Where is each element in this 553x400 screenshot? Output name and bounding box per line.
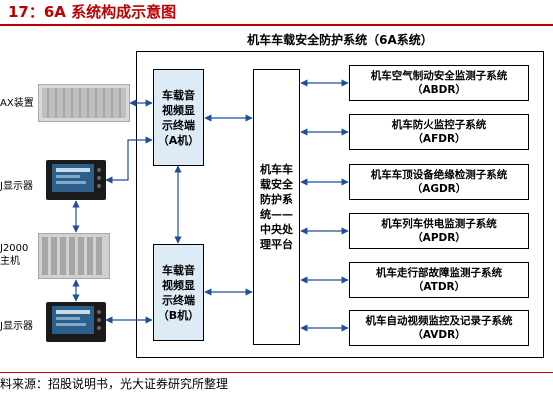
- central-line5: 中央处: [260, 223, 293, 236]
- subsystem-apdr: 机车列车供电监测子系统 （APDR）: [349, 213, 529, 249]
- subsystem-code: （AGDR）: [411, 183, 467, 195]
- subsystem-atdr: 机车走行部故障监测子系统 （ATDR）: [349, 262, 529, 298]
- subsystem-afdr: 机车防火监控子系统 （AFDR）: [349, 114, 529, 150]
- subsystem-name: 机车列车供电监测子系统: [381, 218, 497, 230]
- subsystem-code: （ATDR）: [412, 281, 466, 293]
- subsystem-avdr: 机车自动视频监控及记录子系统 （AVDR）: [349, 310, 529, 346]
- bottom-display-label: J显示器: [0, 321, 33, 332]
- central-platform: 机车车 载安全 防护系 统—— 中央处 理平台: [253, 69, 300, 345]
- subsystem-code: （AFDR）: [412, 133, 466, 145]
- top-display-image: [46, 160, 106, 200]
- host-label-line1: J2000: [0, 243, 29, 254]
- central-line6: 理平台: [260, 238, 293, 251]
- lax-device-image: [37, 83, 131, 123]
- system-boundary: [136, 51, 544, 358]
- subsystem-code: （AVDR）: [412, 329, 466, 341]
- terminal-b-line3: 示终端: [162, 293, 195, 307]
- subsystem-name: 机车自动视频监控及记录子系统: [365, 315, 513, 327]
- central-line2: 载安全: [260, 178, 293, 191]
- subsystem-agdr: 机车车顶设备绝缘检测子系统 （AGDR）: [349, 164, 529, 200]
- terminal-a: 车载音 视频显 示终端 （A机）: [153, 69, 204, 166]
- top-display-label: J显示器: [0, 181, 33, 192]
- terminal-b-line4: （B机）: [157, 308, 200, 322]
- footer-divider: [0, 372, 553, 373]
- subsystem-name: 机车空气制动安全监测子系统: [370, 70, 508, 82]
- figure-source: 料来源：招股说明书，光大证券研究所整理: [0, 377, 229, 391]
- terminal-b-line2: 视频显: [162, 278, 195, 292]
- title-divider: [0, 24, 553, 26]
- host-label-line2: 主机: [0, 256, 20, 267]
- lax-device-label: AX装置: [0, 98, 34, 109]
- subsystem-name: 机车走行部故障监测子系统: [376, 267, 502, 279]
- subsystem-name: 机车车顶设备绝缘检测子系统: [370, 169, 508, 181]
- terminal-b: 车载音 视频显 示终端 （B机）: [153, 244, 204, 341]
- host-image: [37, 232, 111, 280]
- terminal-b-line1: 车载音: [162, 263, 195, 277]
- system-title: 机车车载安全防护系统（6A系统）: [247, 33, 433, 47]
- terminal-a-line2: 视频显: [162, 103, 195, 117]
- central-line4: 统——: [260, 208, 293, 221]
- terminal-a-line3: 示终端: [162, 118, 195, 132]
- subsystem-abdr: 机车空气制动安全监测子系统 （ABDR）: [349, 65, 529, 101]
- host-label: J2000 主机: [0, 242, 28, 268]
- terminal-a-line4: （A机）: [157, 133, 200, 147]
- subsystem-name: 机车防火监控子系统: [391, 119, 487, 131]
- central-line1: 机车车: [260, 163, 293, 176]
- terminal-a-line1: 车载音: [162, 88, 195, 102]
- subsystem-code: （ABDR）: [412, 84, 466, 96]
- subsystem-code: （APDR）: [412, 232, 466, 244]
- central-line3: 防护系: [260, 193, 293, 206]
- figure-title: 17：6A 系统构成示意图: [8, 3, 177, 21]
- bottom-display-image: [46, 302, 106, 342]
